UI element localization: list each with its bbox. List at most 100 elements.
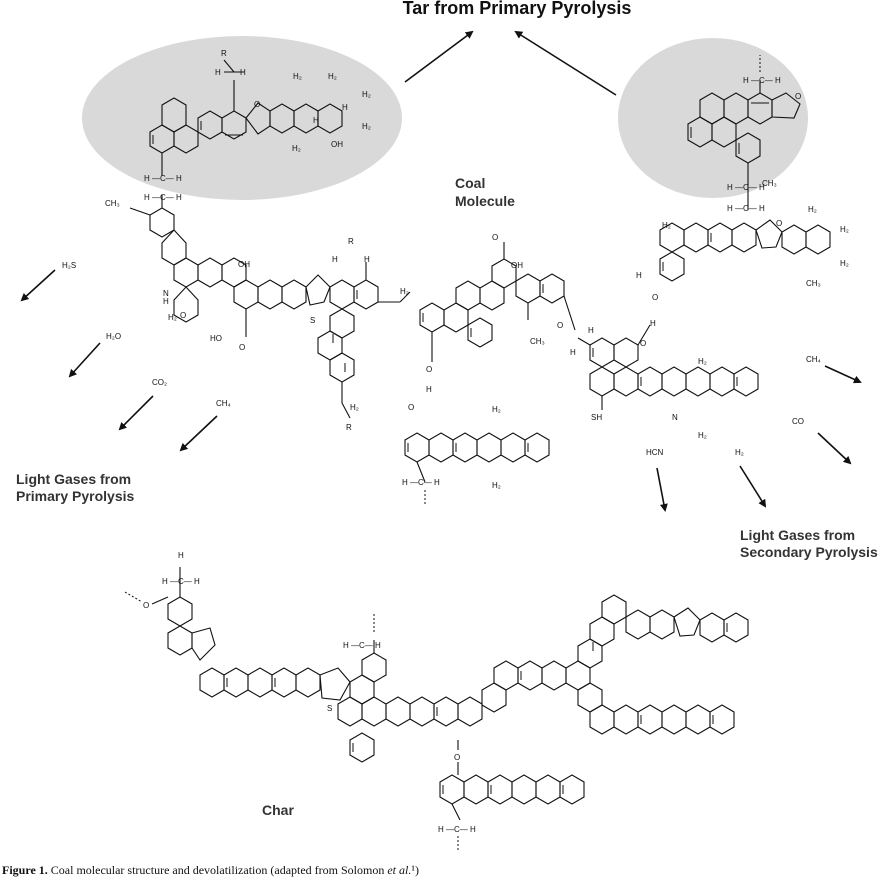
- secondary-arrow-ch4: [824, 365, 862, 384]
- svg-text:H₂: H₂: [808, 205, 817, 214]
- tar-title: Tar from Primary Pyrolysis: [403, 0, 632, 18]
- svg-text:H: H: [364, 255, 370, 264]
- light-gases-secondary-line2: Secondary Pyrolysis: [740, 544, 878, 560]
- svg-text:O: O: [254, 100, 260, 109]
- primary-gas-co2: CO₂: [152, 378, 167, 387]
- svg-text:H: H: [332, 255, 338, 264]
- svg-text:H —C— H: H —C— H: [727, 204, 765, 213]
- svg-text:H₂: H₂: [840, 259, 849, 268]
- char-molecule: O H —C— H H: [124, 551, 749, 850]
- tar-molecule-left: R H H O H₂ H₂ H₂ H₂ OH H₂ H H: [149, 49, 371, 176]
- primary-gas-ch4: CH₄: [216, 399, 231, 408]
- svg-text:H₂: H₂: [362, 122, 371, 131]
- secondary-arrow-co: [817, 432, 852, 465]
- svg-text:OH: OH: [238, 260, 250, 269]
- svg-text:R: R: [346, 423, 352, 432]
- svg-text:H₂: H₂: [698, 357, 707, 366]
- svg-text:H: H: [342, 103, 348, 112]
- primary-arrow-ch4: [179, 415, 218, 452]
- tar-molecule-right: H —C— H O H —C— H CH₃ H —C— H: [687, 55, 801, 213]
- svg-text:R: R: [221, 49, 227, 58]
- svg-text:H: H: [240, 68, 246, 77]
- primary-gas-h2o: H₂O: [106, 332, 121, 341]
- svg-text:H₂: H₂: [350, 403, 359, 412]
- svg-text:H: H: [426, 385, 432, 394]
- svg-text:S: S: [327, 704, 332, 713]
- char-label: Char: [262, 802, 294, 818]
- figure-caption: Figure 1. Coal molecular structure and d…: [2, 863, 419, 877]
- svg-text:O: O: [426, 365, 432, 374]
- secondary-arrow-hcn: [656, 467, 668, 512]
- svg-text:H₂: H₂: [662, 221, 671, 230]
- coal-molecule: CH₃ N H O H₂ OH HO O S R H H H₂ R H₂ H —…: [105, 174, 849, 505]
- svg-text:N: N: [163, 289, 169, 298]
- svg-text:O: O: [239, 343, 245, 352]
- primary-arrow-h2o: [68, 342, 101, 378]
- svg-text:H₂: H₂: [400, 287, 409, 296]
- svg-text:H —C— H: H —C— H: [144, 174, 182, 183]
- svg-text:OH: OH: [331, 140, 343, 149]
- svg-text:S: S: [310, 316, 315, 325]
- svg-text:H —C— H: H —C— H: [162, 577, 200, 586]
- svg-text:H: H: [650, 319, 656, 328]
- svg-text:H: H: [570, 348, 576, 357]
- svg-text:N: N: [672, 413, 678, 422]
- svg-text:O: O: [180, 311, 186, 320]
- svg-text:CH₃: CH₃: [806, 279, 821, 288]
- svg-text:CH₃: CH₃: [530, 337, 545, 346]
- svg-text:H₂: H₂: [840, 225, 849, 234]
- tar-arrow-right: [514, 30, 617, 96]
- svg-text:O: O: [640, 339, 646, 348]
- svg-text:H₂: H₂: [168, 313, 177, 322]
- coal-label-line2: Molecule: [455, 193, 515, 209]
- svg-text:R: R: [348, 237, 354, 246]
- secondary-gas-co: CO: [792, 417, 804, 426]
- secondary-gas-hcn: HCN: [646, 448, 664, 457]
- svg-text:H₂: H₂: [492, 481, 501, 490]
- svg-text:H: H: [163, 297, 169, 306]
- svg-text:H₂: H₂: [293, 72, 302, 81]
- svg-text:H: H: [313, 116, 319, 125]
- svg-text:H —C— H: H —C— H: [727, 183, 765, 192]
- light-gases-primary-line1: Light Gases from: [16, 471, 131, 487]
- svg-text:O: O: [492, 233, 498, 242]
- secondary-arrow-h2: [739, 465, 767, 508]
- svg-text:CH₃: CH₃: [105, 199, 120, 208]
- light-gases-primary-line2: Primary Pyrolysis: [16, 488, 135, 504]
- svg-text:H₂: H₂: [362, 90, 371, 99]
- tar-ellipse-left: [82, 36, 402, 200]
- tar-arrow-left: [404, 30, 474, 83]
- svg-text:O: O: [795, 92, 801, 101]
- svg-text:O: O: [454, 753, 460, 762]
- svg-text:H₂: H₂: [492, 405, 501, 414]
- secondary-gas-ch4: CH₄: [806, 355, 821, 364]
- primary-gas-h2s: H₂S: [62, 261, 76, 270]
- tar-ellipse-right: [618, 38, 808, 198]
- svg-text:OH: OH: [511, 261, 523, 270]
- primary-arrow-co2: [118, 395, 154, 431]
- svg-text:H —C— H: H —C— H: [144, 193, 182, 202]
- svg-text:H: H: [588, 326, 594, 335]
- svg-text:H₂: H₂: [328, 72, 337, 81]
- light-gases-secondary-line1: Light Gases from: [740, 527, 855, 543]
- svg-text:HO: HO: [210, 334, 222, 343]
- svg-text:H —C— H: H —C— H: [402, 478, 440, 487]
- svg-text:H —C— H: H —C— H: [343, 641, 381, 650]
- svg-text:H —C— H: H —C— H: [743, 76, 781, 85]
- svg-text:O: O: [652, 293, 658, 302]
- coal-label-line1: Coal: [455, 175, 485, 191]
- primary-arrow-h2s: [20, 269, 56, 302]
- svg-text:O: O: [557, 321, 563, 330]
- svg-text:H: H: [636, 271, 642, 280]
- svg-text:O: O: [408, 403, 414, 412]
- svg-text:H: H: [215, 68, 221, 77]
- svg-text:CH₃: CH₃: [762, 179, 777, 188]
- svg-text:O: O: [776, 219, 782, 228]
- svg-text:O: O: [143, 601, 149, 610]
- secondary-gas-h2: H₂: [735, 448, 744, 457]
- svg-text:H₂: H₂: [292, 144, 301, 153]
- svg-text:H: H: [178, 551, 184, 560]
- svg-text:H —C— H: H —C— H: [438, 825, 476, 834]
- svg-text:H₂: H₂: [698, 431, 707, 440]
